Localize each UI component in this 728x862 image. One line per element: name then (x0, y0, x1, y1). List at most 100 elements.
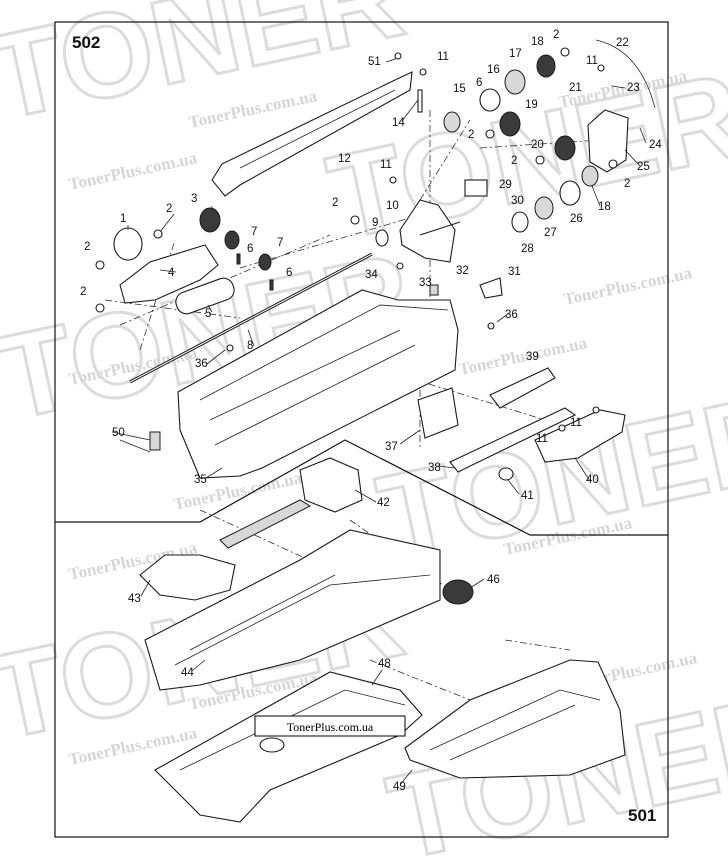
callout-37: 37 (385, 441, 398, 453)
part-8-shaft-highlight (129, 253, 373, 383)
callout-6-b: 6 (247, 243, 253, 255)
callout-2-a: 2 (166, 203, 172, 215)
callout-41: 41 (521, 490, 534, 502)
part-14-shaft (417, 89, 423, 113)
callout-19: 19 (525, 99, 538, 111)
part-18-gear-right (581, 165, 599, 187)
callout-6-c: 6 (286, 267, 292, 279)
part-25-bracket (587, 109, 629, 173)
ering-2-h (608, 159, 618, 169)
part-27-gear (534, 196, 554, 220)
callout-48: 48 (378, 658, 391, 670)
callout-38: 38 (428, 462, 441, 474)
part-19-gear (499, 111, 521, 137)
ering-2-d (350, 215, 360, 225)
callout-21: 21 (569, 82, 582, 94)
part-31-lever (479, 277, 503, 299)
callout-9: 9 (372, 217, 378, 229)
callout-5: 5 (205, 308, 211, 320)
callout-36-a: 36 (505, 309, 518, 321)
callout-17: 17 (509, 48, 522, 60)
callout-7-a: 7 (251, 226, 257, 238)
stamp-label-text: TonerPlus.com.ua (287, 720, 374, 734)
callout-26: 26 (570, 213, 583, 225)
part-10-bracket (399, 199, 456, 263)
part-22-cable (595, 39, 656, 109)
part-9-bushing (375, 229, 389, 247)
watermark-site-2: TonerPlus.com.ua (67, 148, 199, 194)
part-7-gear-a (224, 230, 240, 250)
callout-49: 49 (393, 781, 406, 793)
callout-42: 42 (377, 497, 390, 509)
part-40-bracket (534, 409, 626, 463)
callout-11-e: 11 (570, 417, 582, 429)
callout-33: 33 (419, 277, 432, 289)
callout-35: 35 (194, 474, 207, 486)
part-33-spring (429, 284, 439, 296)
part-48-knob (259, 737, 285, 753)
part-15-gear (443, 111, 461, 133)
part-39-guide (489, 367, 556, 409)
callout-3: 3 (191, 193, 197, 205)
stamp-label: TonerPlus.com.ua (254, 715, 406, 737)
part-49-tray-extension (404, 659, 626, 779)
part-6-pin-b (269, 279, 274, 291)
callout-28: 28 (521, 243, 534, 255)
callout-14: 14 (392, 117, 405, 129)
callout-32: 32 (456, 265, 469, 277)
screw-36-right (487, 322, 495, 330)
callout-11-c: 11 (586, 55, 598, 67)
callout-2-b: 2 (84, 241, 90, 253)
part-3-gear (199, 207, 221, 233)
part-37-plate (417, 387, 459, 439)
screw-11-right (597, 64, 605, 72)
part-17-gear (504, 69, 526, 95)
callout-20: 20 (531, 139, 544, 151)
part-1-roller (113, 227, 143, 261)
callout-22: 22 (616, 37, 629, 49)
callout-15: 15 (453, 83, 466, 95)
ering-2-a (153, 229, 163, 239)
callout-40: 40 (586, 474, 599, 486)
callout-8: 8 (247, 340, 253, 352)
screw-34 (396, 262, 404, 270)
part-41-spring (498, 467, 514, 481)
callout-6-a: 6 (476, 77, 482, 89)
callout-layer: 1 2 2 2 2 2 2 2 2 3 4 5 6 6 6 7 7 8 9 10… (80, 29, 662, 793)
part-12-upper-guide (211, 71, 413, 197)
callout-34: 34 (365, 269, 378, 281)
callout-30: 30 (511, 195, 524, 207)
part-42-bracket (299, 457, 363, 513)
part-50-spring (149, 431, 161, 451)
callout-36-b: 36 (195, 358, 208, 370)
callout-18-b: 18 (598, 201, 611, 213)
section-label-502: 502 (72, 33, 100, 52)
callout-23: 23 (627, 82, 640, 94)
screw-51 (394, 52, 402, 60)
screw-11-mid (389, 176, 397, 184)
callout-2-d: 2 (332, 197, 338, 209)
fasteners (95, 47, 618, 432)
ering-2-g (535, 155, 545, 165)
callout-1: 1 (120, 213, 126, 225)
callout-2-e: 2 (553, 29, 559, 41)
screw-11-top (419, 68, 427, 76)
part-26-roller (559, 180, 581, 206)
callout-27: 27 (544, 227, 557, 239)
callout-44: 44 (181, 667, 194, 679)
callout-2-c: 2 (80, 286, 86, 298)
section-label-501: 501 (628, 806, 656, 825)
callout-25: 25 (637, 161, 650, 173)
screw-11-lower-b (592, 406, 600, 414)
callout-43: 43 (128, 593, 141, 605)
callout-46: 46 (487, 574, 500, 586)
watermark-site-5: TonerPlus.com.ua (457, 333, 589, 379)
part-44-tray (144, 529, 441, 691)
callout-12: 12 (338, 153, 351, 165)
ering-2-f (485, 129, 495, 139)
part-44-rack (219, 499, 312, 549)
watermark-site-4: TonerPlus.com.ua (562, 263, 694, 309)
callout-16: 16 (487, 64, 500, 76)
part-46-gear (442, 579, 474, 605)
